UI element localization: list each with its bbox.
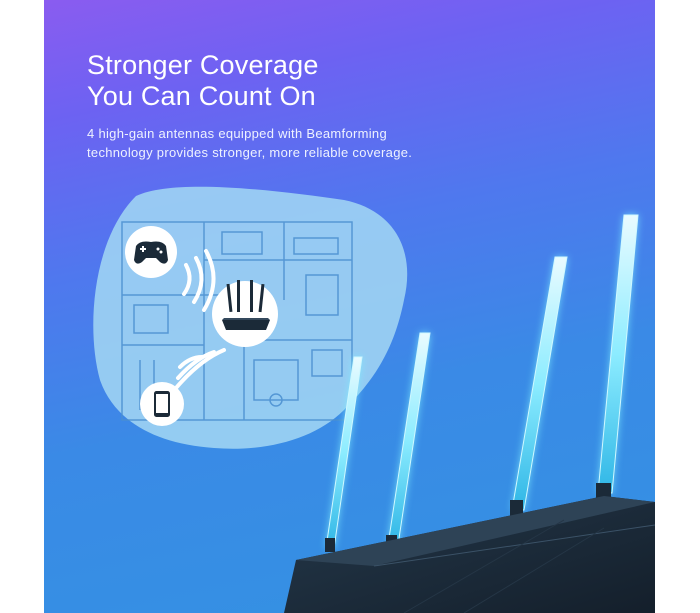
smartphone-icon xyxy=(140,382,184,426)
description-line-1: 4 high-gain antennas equipped with Beamf… xyxy=(87,126,387,141)
description: 4 high-gain antennas equipped with Beamf… xyxy=(87,124,412,162)
router-body xyxy=(284,496,655,613)
headline: Stronger Coverage You Can Count On xyxy=(87,50,319,112)
headline-line-1: Stronger Coverage xyxy=(87,50,319,80)
product-banner: Stronger Coverage You Can Count On 4 hig… xyxy=(44,0,655,613)
wifi-wave-icon xyxy=(174,249,226,390)
description-line-2: technology provides stronger, more relia… xyxy=(87,145,413,160)
gamepad-icon xyxy=(125,226,177,278)
coverage-illustration xyxy=(93,186,655,613)
router-icon xyxy=(212,280,278,347)
headline-line-2: You Can Count On xyxy=(87,81,316,111)
router-antennas xyxy=(325,214,639,552)
